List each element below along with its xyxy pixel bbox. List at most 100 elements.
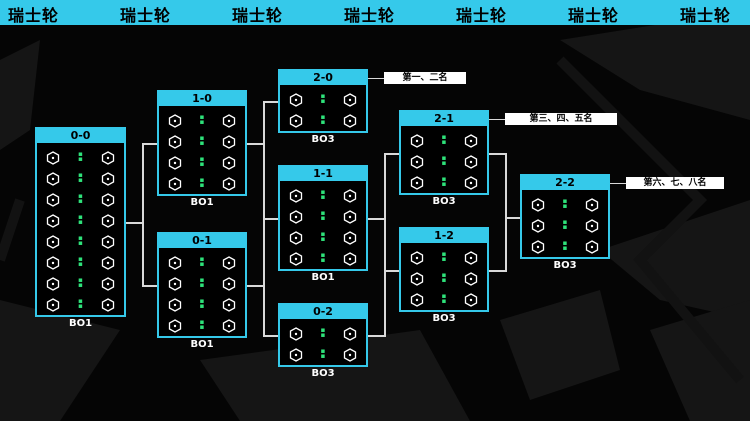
hexagon-team-icon [101, 213, 115, 228]
match-row: ▪▪ [401, 291, 487, 308]
record-box-1-0: 1-0▪▪▪▪▪▪▪▪ [157, 90, 247, 196]
hexagon-team-icon [168, 318, 182, 333]
format-label: BO1 [190, 197, 214, 208]
hexagon-team-icon [343, 230, 357, 245]
hexagon-team-icon [289, 209, 303, 224]
vs-icon: ▪▪ [562, 218, 568, 231]
placement-tag: 第三、四、五名 [505, 113, 617, 125]
vs-icon: ▪▪ [320, 113, 326, 126]
hexagon-team-icon [168, 276, 182, 291]
match-row: ▪▪ [159, 154, 245, 171]
hexagon-team-icon [464, 292, 478, 307]
match-row: ▪▪ [401, 249, 487, 266]
vs-icon: ▪▪ [78, 213, 83, 226]
format-label: BO3 [311, 368, 335, 379]
match-row: ▪▪ [37, 233, 124, 250]
vs-icon: ▪▪ [78, 297, 83, 310]
record-header: 0-0 [37, 129, 124, 143]
match-row: ▪▪ [37, 275, 124, 292]
hexagon-team-icon [46, 234, 60, 249]
match-row: ▪▪ [37, 191, 124, 208]
match-row: ▪▪ [522, 217, 608, 234]
hexagon-team-icon [168, 255, 182, 270]
hexagon-team-icon [410, 133, 424, 148]
record-header: 1-1 [280, 167, 366, 181]
vs-icon: ▪▪ [320, 188, 326, 201]
hexagon-team-icon [343, 326, 357, 341]
match-row: ▪▪ [401, 270, 487, 287]
hexagon-team-icon [464, 271, 478, 286]
hexagon-team-icon [531, 239, 545, 254]
bracket-connector [247, 285, 263, 287]
bracket-connector [384, 153, 386, 272]
hexagon-team-icon [410, 175, 424, 190]
format-label: BO1 [68, 318, 93, 329]
match-row: ▪▪ [37, 149, 124, 166]
hexagon-team-icon [410, 292, 424, 307]
hexagon-team-icon [410, 154, 424, 169]
match-row: ▪▪ [401, 153, 487, 170]
format-label: BO3 [311, 134, 335, 145]
match-row: ▪▪ [159, 133, 245, 150]
hexagon-team-icon [410, 271, 424, 286]
hexagon-team-icon [46, 150, 60, 165]
match-row: ▪▪ [159, 317, 245, 334]
hexagon-team-icon [101, 192, 115, 207]
bracket-connector [263, 218, 265, 337]
bracket-connector [263, 218, 278, 220]
hexagon-team-icon [222, 318, 236, 333]
hexagon-team-icon [289, 92, 303, 107]
hexagon-team-icon [222, 297, 236, 312]
vs-icon: ▪▪ [320, 326, 326, 339]
hexagon-team-icon [168, 155, 182, 170]
vs-icon: ▪▪ [199, 113, 205, 126]
bracket-connector [384, 270, 386, 337]
match-row: ▪▪ [280, 346, 366, 363]
hexagon-team-icon [289, 230, 303, 245]
bracket-connector [247, 143, 263, 145]
hexagon-team-icon [289, 188, 303, 203]
top-banner: 瑞士轮瑞士轮瑞士轮瑞士轮瑞士轮瑞士轮瑞士轮 [0, 0, 750, 25]
bracket-connector [489, 153, 505, 155]
hexagon-team-icon [343, 347, 357, 362]
hexagon-team-icon [289, 326, 303, 341]
hexagon-team-icon [585, 218, 599, 233]
vs-icon: ▪▪ [441, 175, 447, 188]
hexagon-team-icon [289, 251, 303, 266]
record-box-1-1: 1-1 ▪▪ ▪▪ ▪▪ ▪▪ [278, 165, 368, 271]
match-row: ▪▪ [280, 91, 366, 108]
record-header: 0-2 [280, 305, 366, 319]
bracket-connector [368, 335, 384, 337]
hexagon-team-icon [464, 133, 478, 148]
record-box-2-0: 2-0▪▪▪▪ [278, 69, 368, 133]
vs-icon: ▪▪ [78, 150, 83, 163]
hexagon-team-icon [531, 218, 545, 233]
hexagon-team-icon [343, 188, 357, 203]
hexagon-team-icon [410, 250, 424, 265]
hexagon-team-icon [222, 113, 236, 128]
vs-icon: ▪▪ [199, 155, 205, 168]
match-row: ▪▪ [401, 174, 487, 191]
vs-icon: ▪▪ [320, 251, 326, 264]
match-row: ▪▪ [280, 208, 366, 225]
banner-title: 瑞士轮 [8, 6, 60, 25]
match-row: ▪▪ [159, 275, 245, 292]
hexagon-team-icon [343, 209, 357, 224]
vs-icon: ▪▪ [562, 197, 568, 210]
vs-icon: ▪▪ [78, 255, 83, 268]
bracket-connector [263, 335, 278, 337]
vs-icon: ▪▪ [78, 276, 83, 289]
match-row: ▪▪ [401, 132, 487, 149]
hexagon-team-icon [46, 171, 60, 186]
banner-title: 瑞士轮 [120, 6, 172, 25]
match-row: ▪▪ [37, 170, 124, 187]
vs-icon: ▪▪ [320, 230, 326, 243]
bracket-connector [489, 270, 505, 272]
hexagon-team-icon [101, 150, 115, 165]
hexagon-team-icon [585, 197, 599, 212]
bracket-connector [505, 217, 520, 219]
hexagon-team-icon [222, 255, 236, 270]
vs-icon: ▪▪ [199, 318, 205, 331]
match-row: ▪▪ [280, 325, 366, 342]
vs-icon: ▪▪ [199, 276, 205, 289]
